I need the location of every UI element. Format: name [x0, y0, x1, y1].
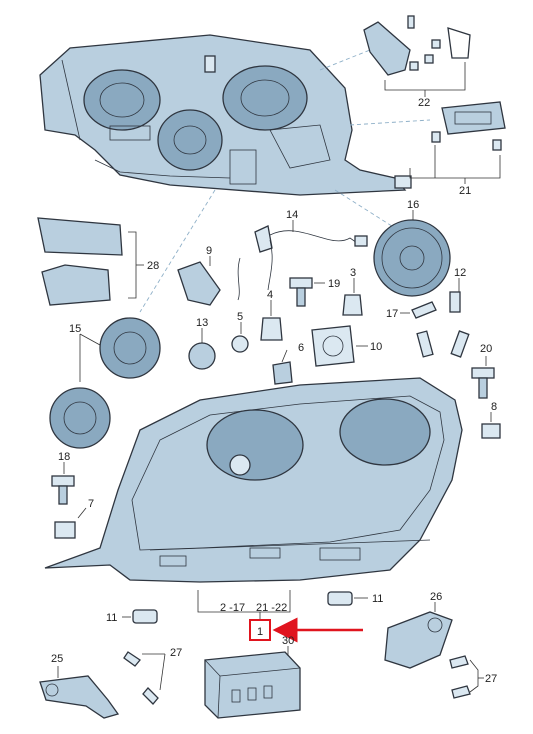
part-17-screw: [400, 301, 437, 319]
part-number-15: 15: [69, 323, 81, 335]
part-3-bulb: [342, 278, 363, 316]
part-number-16: 16: [407, 199, 419, 211]
part-28-lenses: [37, 217, 144, 306]
part-22-group: [363, 15, 471, 97]
part-number-17: 17: [386, 308, 398, 320]
part-number-7: 7: [88, 498, 94, 510]
part-19-screw: [289, 277, 325, 307]
part-20-screw: [471, 356, 495, 399]
part-number-9: 9: [206, 245, 212, 257]
range-2-17: 2 -17: [220, 602, 245, 614]
part-15-caps: [49, 317, 161, 449]
part-number-13: 13: [196, 317, 208, 329]
part-27-screws-left: [123, 651, 166, 705]
part-30-control-unit: [204, 646, 301, 719]
part-number-5: 5: [237, 311, 243, 323]
part-18-screw: [51, 462, 75, 505]
part-13-socket: [188, 328, 216, 370]
part-16-cap: [373, 210, 451, 297]
part-11-bushing-right: [327, 591, 368, 606]
headlight-rear-housing: [39, 34, 412, 196]
part-12-clips: [416, 278, 470, 358]
part-1-headlight-assembly: [44, 377, 463, 583]
part-9-actuator: [177, 256, 221, 306]
part-4-bulb: [260, 300, 283, 341]
part-number-26: 26: [430, 591, 442, 603]
part-number-11-right: 11: [372, 593, 383, 605]
part-number-6: 6: [298, 342, 304, 354]
part-number-11-left: 11: [106, 612, 117, 624]
part-number-27-right: 27: [485, 673, 497, 685]
part-number-3: 3: [350, 267, 356, 279]
part-number-4: 4: [267, 289, 273, 301]
part-number-20: 20: [480, 343, 492, 355]
part-1-highlight-box: [249, 619, 271, 641]
part-number-12: 12: [454, 267, 466, 279]
part-number-25: 25: [51, 653, 63, 665]
leader-dashed-housing-to-bulb: [139, 189, 216, 313]
part-number-21: 21: [459, 185, 471, 197]
part-5-bulb: [231, 322, 249, 353]
part-number-19: 19: [328, 278, 340, 290]
leader-dashed-housing-to-cap: [334, 189, 396, 229]
part-number-1: 1: [257, 626, 263, 638]
part-number-30: 30: [282, 635, 294, 647]
item-1-bracket: [197, 590, 291, 620]
part-27-screws-right: [449, 655, 484, 699]
part-8-bushing: [481, 412, 501, 439]
range-21-22: 21 -22: [256, 602, 287, 614]
part-10-gasket: [311, 325, 368, 367]
leader-dashed-housing-to-screws: [319, 49, 371, 71]
part-number-28: 28: [147, 260, 159, 272]
part-number-22: 22: [418, 97, 430, 109]
part-14-wiring: [254, 220, 368, 291]
part-number-18: 18: [58, 451, 70, 463]
part-6-socket: [272, 349, 293, 385]
part-11-bushing-left: [122, 609, 158, 624]
part-7-bushing: [54, 507, 87, 539]
part-number-14: 14: [286, 209, 298, 221]
leader-dashed-housing-to-bracket: [349, 119, 431, 126]
part-number-10: 10: [370, 341, 382, 353]
part-26-bracket: [384, 602, 453, 669]
part-9-wire: [237, 257, 241, 301]
part-number-8: 8: [491, 401, 497, 413]
part-25-bracket: [39, 666, 120, 719]
part-21-group: [409, 101, 506, 184]
part-number-27-left: 27: [170, 647, 182, 659]
